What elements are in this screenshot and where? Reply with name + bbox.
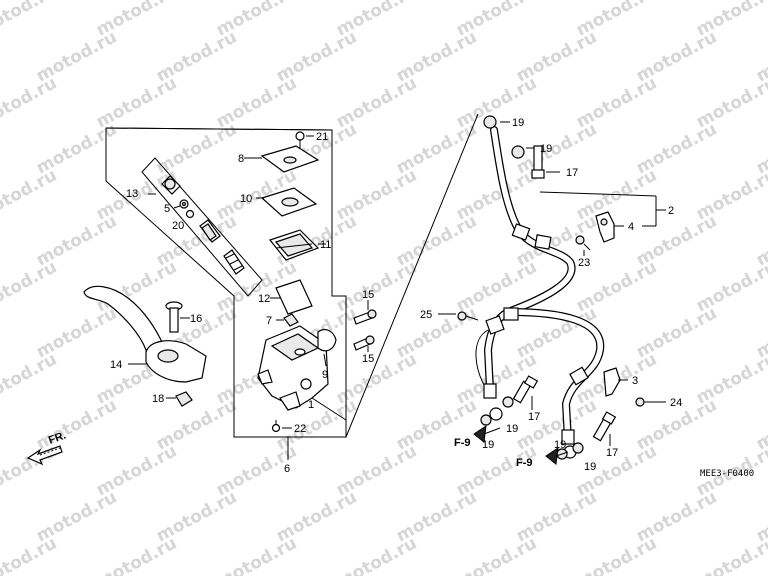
piston-kit-parts: [148, 175, 245, 275]
screw-15: [353, 300, 377, 352]
nut-18: [166, 391, 193, 407]
callout-17b: 17: [528, 411, 540, 423]
callout-12: 12: [258, 293, 270, 305]
bolt-25: [438, 311, 479, 321]
callout-19a: 19: [512, 117, 524, 129]
callout-15a: 15: [362, 289, 374, 301]
callout-1: 1: [308, 399, 314, 411]
callout-23: 23: [578, 257, 590, 269]
diaphragm-11: [268, 229, 326, 261]
clamp-4: [595, 211, 624, 243]
watermark-text: motod.ru: [0, 349, 60, 408]
clamp-3: [603, 367, 628, 397]
callout-11: 11: [320, 239, 331, 251]
watermark-text: motod.ru: [0, 533, 60, 576]
ref-arrows: [473, 424, 569, 465]
callout-19e: 19: [554, 439, 566, 451]
callout-16: 16: [190, 313, 202, 325]
ref-label-f9-a: F-9: [454, 437, 471, 449]
piston-kit-frame: [141, 157, 263, 297]
bracket-2: [539, 191, 666, 227]
watermark-text: motod.ru: [333, 533, 420, 576]
callout-22: 22: [294, 423, 306, 435]
callout-19d: 19: [482, 439, 494, 451]
diagram-code: MEE3-F0400: [700, 469, 754, 479]
callout-19f: 19: [584, 461, 596, 473]
callout-4: 4: [628, 221, 634, 233]
clip-7: [276, 313, 299, 327]
callout-18: 18: [152, 393, 164, 405]
ref-label-f9-b: F-9: [516, 457, 533, 469]
watermark-text: motod.ru: [573, 533, 660, 576]
callout-7: 7: [266, 315, 272, 327]
callout-6: 6: [284, 463, 290, 475]
float-12: [270, 279, 313, 315]
callout-21: 21: [316, 131, 328, 143]
reservoir-cap-8: [244, 145, 320, 173]
watermark-text: motod.ru: [213, 533, 300, 576]
callout-19b: 19: [540, 143, 552, 155]
callout-5: 5: [164, 203, 170, 215]
callout-8: 8: [238, 153, 244, 165]
master-cylinder-body-6: [257, 325, 347, 421]
watermark-text: motod.ru: [0, 165, 60, 224]
pivot-bolt-16: [165, 301, 190, 333]
callout-10: 10: [240, 193, 252, 205]
callout-13: 13: [126, 188, 138, 200]
screw-22: [271, 420, 292, 433]
watermark-text: motod.ru: [0, 73, 60, 132]
washers-19: [480, 115, 584, 460]
watermark-text: motod.ru: [453, 533, 540, 576]
bolt-23: [575, 235, 591, 256]
callout-24: 24: [670, 397, 682, 409]
watermark-text: motod.ru: [93, 533, 180, 576]
callout-15b: 15: [362, 353, 374, 365]
boot-9: [317, 328, 337, 367]
callout-19c: 19: [506, 423, 518, 435]
direction-label: FR.: [47, 429, 68, 446]
callout-17a: 17: [566, 167, 578, 179]
bolt-24: [635, 397, 666, 407]
callout-17c: 17: [606, 447, 618, 459]
watermark-text: motod.ru: [0, 0, 60, 40]
brake-lever-14: [83, 285, 207, 383]
callout-14: 14: [110, 359, 122, 371]
callout-2: 2: [668, 205, 674, 217]
callout-3: 3: [632, 375, 638, 387]
callout-25: 25: [420, 309, 432, 321]
screw-21: [295, 131, 314, 148]
connector-line: [345, 113, 479, 438]
callout-20: 20: [172, 220, 184, 232]
brake-hose-assembly: [475, 126, 605, 459]
plate-10: [256, 187, 318, 217]
bolts-17: [512, 145, 617, 446]
fr-arrow-icon: [26, 445, 63, 466]
watermark-text: motod.ru: [693, 533, 768, 576]
callouts: 21 8 13 10 5 20 11 12 15 16 7 15 14 9 1 …: [47, 117, 754, 479]
callout-9: 9: [322, 369, 328, 381]
watermark-text: motod.ru: [0, 257, 60, 316]
